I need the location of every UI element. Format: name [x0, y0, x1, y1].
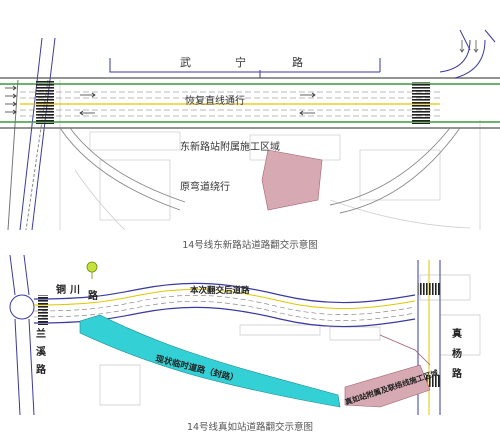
station-construction-zone	[261, 149, 323, 211]
zhenyang-char-3: 路	[452, 367, 463, 380]
lanxi-char-2: 溪	[36, 345, 47, 358]
road-char-2: 宁	[235, 55, 246, 69]
zebra-crossing-right	[412, 82, 430, 124]
right-arrows	[459, 40, 479, 53]
tongchuan-char-3: 路	[88, 289, 99, 302]
zhenyang-char-1: 真	[452, 327, 462, 340]
wuning-road-label: 武 宁 路	[180, 55, 303, 69]
lane-arrows-middle	[79, 92, 316, 116]
dongxin-road-plan: 武 宁 路 恢复直线通行 东新路站附属施工区域 原弯道绕行	[0, 29, 500, 231]
zhenru-road-plan: 铜 川 路 兰 溪 路 真 杨 路 本次翻交后道路 现状临时道路（封路） 真如站…	[0, 255, 500, 415]
zhenru-road-plan-drawing: 铜 川 路 兰 溪 路 真 杨 路 本次翻交后道路 现状临时道路（封路） 真如站…	[9, 255, 481, 415]
lanxi-char-3: 路	[36, 363, 47, 376]
station-area-label: 东新路站附属施工区域	[180, 140, 280, 153]
zebra-crossing-left	[36, 80, 54, 124]
lane-arrows-left	[5, 85, 17, 115]
cross-road-right	[439, 29, 496, 79]
lanxi-road-label: 兰 溪 路	[36, 327, 47, 376]
caption-top: 14号线东新路站道路翻交示意图	[182, 240, 318, 251]
left-roundabout	[9, 255, 35, 415]
zebra-crossing-left-b	[38, 295, 48, 325]
zhenyang-char-2: 杨	[452, 347, 462, 360]
zebra-crossing-top	[418, 283, 440, 295]
zhenru-outline	[379, 334, 431, 366]
caption-bottom: 14号线真如站道路翻交示意图	[186, 422, 314, 433]
wuning-road-north-edge	[109, 58, 381, 78]
zhenyang-road-label: 真 杨 路	[452, 327, 463, 380]
background-outlines	[59, 80, 481, 231]
tongchuan-char-2: 川	[69, 284, 80, 296]
lanxi-char-1: 兰	[36, 327, 46, 340]
restore-through-traffic-label: 恢复直线通行	[185, 94, 245, 107]
cross-road-left	[7, 37, 56, 231]
location-marker-icon	[86, 261, 98, 273]
tongchuan-char-1: 铜	[56, 283, 66, 296]
detour-label: 原弯道绕行	[180, 180, 230, 193]
zhenru-construction-zone	[344, 364, 431, 408]
after-shift-road-label: 本次翻交后道路	[190, 285, 250, 296]
original-curve-detour	[59, 127, 461, 214]
road-char-1: 武	[180, 56, 191, 69]
temporary-road-closed	[79, 314, 341, 408]
dongxin-road-plan-drawing: 武 宁 路 恢复直线通行 东新路站附属施工区域 原弯道绕行	[0, 29, 500, 231]
road-char-3: 路	[292, 56, 303, 69]
tongchuan-road-label: 铜 川 路	[56, 283, 99, 302]
